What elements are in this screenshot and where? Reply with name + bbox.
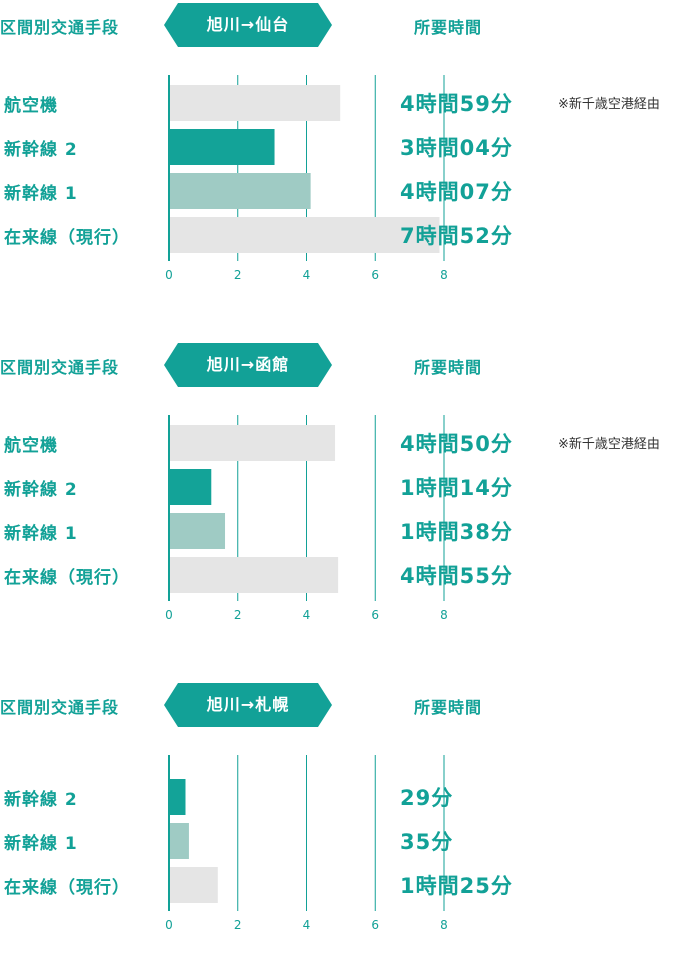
bar — [169, 217, 440, 253]
bar — [169, 557, 339, 593]
bar — [169, 85, 341, 121]
route-badge-shape — [164, 343, 332, 387]
x-tick-label: 2 — [234, 268, 242, 282]
bar-plot: 0 2 4 6 8 — [165, 415, 448, 622]
category-label: 新幹線 1 — [4, 834, 78, 854]
duration-label: 7時間52分 — [400, 224, 513, 248]
route-chart-panel: 区間別交通手段 旭川→札幌 所要時間 0 2 4 6 8 新幹線 2 29分新幹線 1 35分在来線… — [0, 680, 700, 980]
category-label: 新幹線 1 — [4, 184, 78, 204]
x-tick-label: 0 — [165, 608, 173, 622]
category-label: 在来線（現行） — [4, 878, 130, 898]
duration-label: 4時間59分 — [400, 92, 513, 116]
bar — [169, 469, 212, 505]
route-title: 旭川→仙台 — [206, 15, 290, 34]
category-label: 航空機 — [4, 96, 58, 116]
x-tick-label: 6 — [371, 918, 379, 932]
category-label: 在来線（現行） — [4, 228, 130, 248]
x-tick-label: 6 — [371, 268, 379, 282]
route-badge: 旭川→仙台 — [164, 3, 332, 47]
duration-label: 3時間04分 — [400, 136, 513, 160]
route-chart-panel: 区間別交通手段 旭川→函館 所要時間 0 2 4 6 8 航空機 4時間50分 ※新千歳空港経由新幹… — [0, 340, 700, 640]
duration-label: 29分 — [400, 786, 454, 810]
bar — [169, 173, 311, 209]
route-badge: 旭川→札幌 — [164, 683, 332, 727]
category-label: 在来線（現行） — [4, 568, 130, 588]
route-badge-shape — [164, 3, 332, 47]
route-note: ※新千歳空港経由 — [558, 97, 660, 112]
x-tick-label: 8 — [440, 918, 448, 932]
duration-label: 4時間50分 — [400, 432, 513, 456]
x-tick-label: 8 — [440, 268, 448, 282]
bar — [169, 129, 275, 165]
route-title: 旭川→札幌 — [206, 695, 290, 714]
x-tick-label: 4 — [303, 918, 311, 932]
section-label: 区間別交通手段 — [0, 698, 120, 717]
bar — [169, 867, 218, 903]
bar-plot: 0 2 4 6 8 — [165, 755, 448, 932]
route-note: ※新千歳空港経由 — [558, 437, 660, 452]
x-tick-label: 2 — [234, 918, 242, 932]
duration-label: 4時間07分 — [400, 180, 513, 204]
category-label: 新幹線 1 — [4, 524, 78, 544]
x-tick-label: 6 — [371, 608, 379, 622]
bar — [169, 779, 186, 815]
x-tick-label: 8 — [440, 608, 448, 622]
route-title: 旭川→函館 — [206, 355, 290, 374]
duration-label: 35分 — [400, 830, 454, 854]
duration-label: 1時間25分 — [400, 874, 513, 898]
bar-plot: 0 2 4 6 8 — [165, 75, 448, 282]
x-tick-label: 0 — [165, 918, 173, 932]
x-tick-label: 4 — [303, 608, 311, 622]
duration-label: 1時間38分 — [400, 520, 513, 544]
x-tick-label: 2 — [234, 608, 242, 622]
section-label: 区間別交通手段 — [0, 358, 120, 377]
category-label: 航空機 — [4, 436, 58, 456]
section-label: 区間別交通手段 — [0, 18, 120, 37]
x-tick-label: 0 — [165, 268, 173, 282]
duration-header: 所要時間 — [414, 698, 483, 717]
bar — [169, 823, 189, 859]
route-chart-panel: 区間別交通手段 旭川→仙台 所要時間 0 2 4 6 8 航空機 4時間59分 ※新千歳空港経由新幹… — [0, 0, 700, 300]
duration-label: 4時間55分 — [400, 564, 513, 588]
bar — [169, 425, 336, 461]
category-label: 新幹線 2 — [4, 480, 78, 500]
route-badge-shape — [164, 683, 332, 727]
duration-header: 所要時間 — [414, 358, 483, 377]
route-badge: 旭川→函館 — [164, 343, 332, 387]
duration-label: 1時間14分 — [400, 476, 513, 500]
x-tick-label: 4 — [303, 268, 311, 282]
bar — [169, 513, 226, 549]
category-label: 新幹線 2 — [4, 140, 78, 160]
duration-header: 所要時間 — [414, 18, 483, 37]
category-label: 新幹線 2 — [4, 790, 78, 810]
